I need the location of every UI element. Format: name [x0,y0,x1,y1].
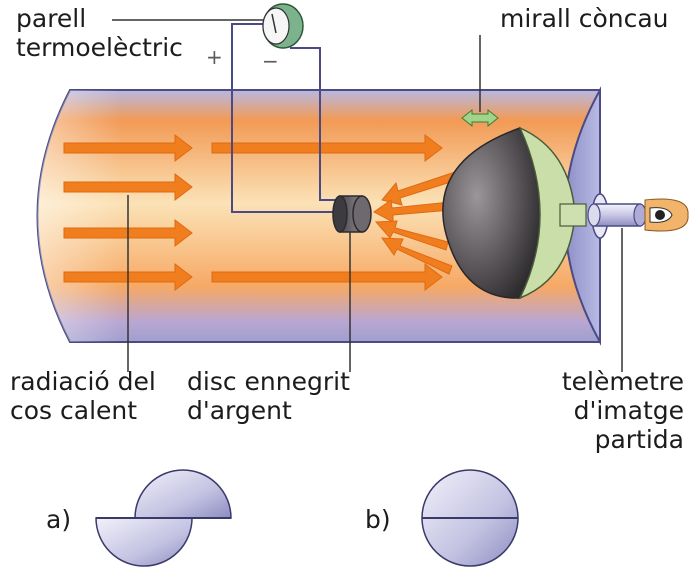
mirror-label: mirall còncau [500,4,669,33]
rangefinder-label-line2: d'imatge [574,396,684,425]
mirror-back [518,126,576,300]
concave-mirror [442,35,587,300]
reflected-arrow [373,199,452,223]
mirror-adjust-arrow [461,108,499,128]
thermocouple [112,3,340,213]
split-view-b: b) [365,469,519,567]
case-a-label: a) [46,505,71,534]
radiation-arrow [63,172,193,202]
eye-icon [644,198,689,232]
plus-sign: + [206,45,223,69]
minus-sign: − [262,49,279,73]
rangefinder-label-line3: partida [595,425,684,454]
mirror-mount [559,203,587,227]
radiation-label-line1: radiació del [10,367,156,396]
rangefinder [587,198,689,372]
reflected-arrow [381,171,458,206]
rangefinder-label-line1: telèmetre [562,367,684,396]
reflected-arrow [374,220,449,251]
radiation-arrow [211,133,443,163]
galvanometer [262,3,304,49]
case-b-label: b) [365,505,391,534]
wire-plus [231,23,340,213]
disc-label-line1: disc ennegrit [187,367,350,396]
radiation-arrow [211,262,443,292]
split-view-a-lower [95,517,193,567]
radiation-label-line2: cos calent [10,396,137,425]
wire-minus [290,47,338,201]
disc-label-line2: d'argent [187,396,292,425]
split-view-a: a) [46,469,232,567]
thermocouple-label-line1: parell [16,4,86,33]
thermocouple-label-line2: termoelèctric [16,33,183,62]
reflected-arrow [381,237,453,275]
blackened-disc [332,195,372,233]
split-view-a-upper [134,469,232,519]
radiation-arrow [63,133,193,163]
galvanometer-dial [262,7,290,45]
galvanometer-needle [271,13,277,34]
